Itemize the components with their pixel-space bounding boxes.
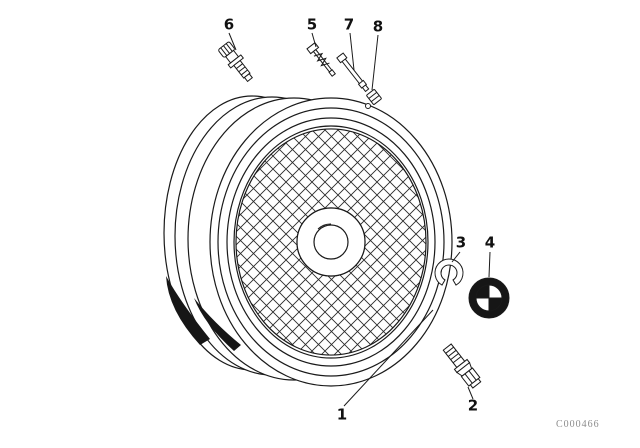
callout-1[interactable]: 1: [336, 405, 348, 424]
part-valve-stem: [218, 41, 253, 83]
callout-8[interactable]: 8: [372, 17, 384, 36]
part-valve-core: [306, 42, 336, 77]
valve-hole: [365, 103, 371, 109]
callout-6[interactable]: 6: [223, 15, 235, 34]
barrel-shading: [166, 276, 241, 351]
leader-lines: [228, 32, 491, 407]
diagram-code: C000466: [556, 419, 600, 430]
part-valve-extension: [336, 52, 370, 93]
part-wheel-bolt: [442, 343, 482, 389]
callout-3[interactable]: 3: [455, 233, 467, 252]
callout-2[interactable]: 2: [467, 396, 479, 415]
callout-7[interactable]: 7: [343, 15, 355, 34]
part-hub-emblem: [468, 277, 510, 319]
callout-5[interactable]: 5: [306, 15, 318, 34]
part-retaining-clip: [434, 258, 464, 286]
part-valve-cap: [366, 89, 382, 105]
callout-4[interactable]: 4: [484, 233, 496, 252]
wheel-hub: [296, 207, 366, 277]
